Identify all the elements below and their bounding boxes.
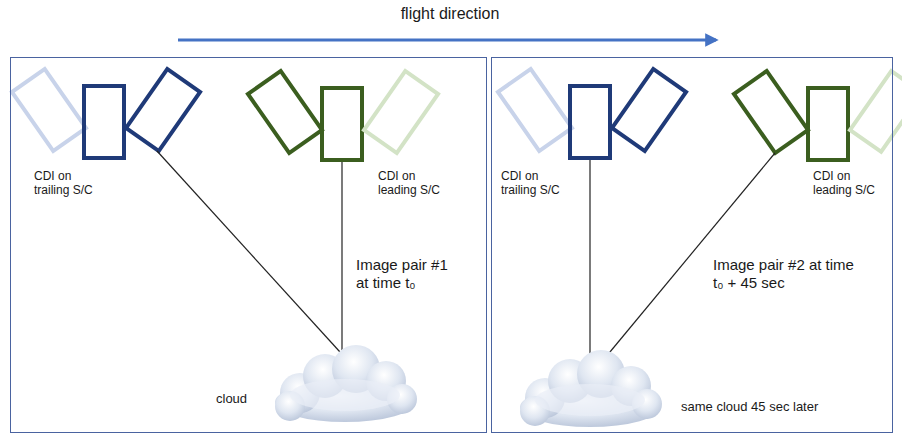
cloud-label: same cloud 45 sec later — [681, 399, 871, 415]
cloud-illustration — [520, 350, 662, 427]
image-panel: CDI on trailing S/C CDI on leading S/C Ima… — [10, 57, 487, 433]
instrument-label: CDI on leading S/C — [813, 169, 885, 198]
instrument-label: CDI on leading S/C — [378, 169, 450, 198]
leading-spacecraft-cdi — [734, 71, 902, 160]
line-of-sight — [341, 162, 342, 350]
arrow-label: flight direction — [401, 4, 500, 23]
image-panel: CDI on trailing S/C CDI on leading S/C Ima… — [491, 57, 893, 433]
instrument-label: CDI on trailing S/C — [501, 169, 567, 198]
image-pair-note: Image pair #2 at time t₀ + 45 sec — [713, 256, 863, 292]
cloud-illustration — [275, 345, 417, 422]
image-pair-note: Image pair #1 at time t₀ — [356, 256, 460, 292]
trailing-spacecraft-cdi — [12, 69, 200, 158]
line-of-sight — [157, 151, 340, 352]
cloud-label: cloud — [216, 391, 276, 407]
instrument-label: CDI on trailing S/C — [34, 169, 106, 198]
trailing-spacecraft-cdi — [498, 69, 686, 158]
leading-spacecraft-cdi — [248, 71, 438, 160]
flight-arrow — [178, 39, 716, 42]
line-of-sight — [589, 160, 590, 356]
